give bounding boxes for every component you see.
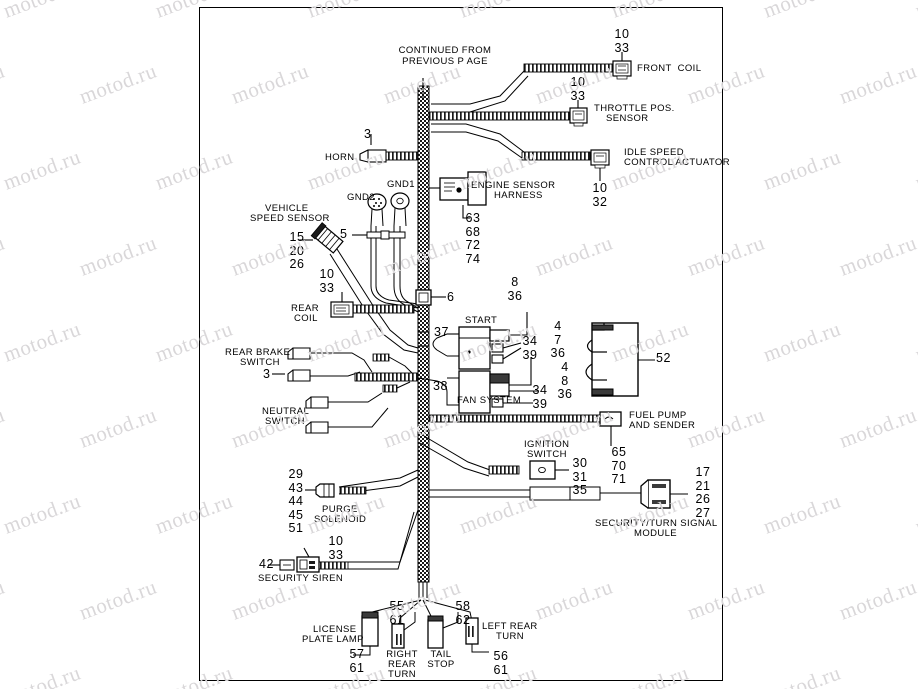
label-front-coil: FRONT COIL [637,63,702,74]
label-rear-coil-line2: COIL [294,313,318,324]
label-right-rear-line3: TURN [388,669,416,680]
label-fuel-pump-line2: AND SENDER [629,420,696,431]
label-idle-speed-line1: IDLE SPEED [624,147,684,158]
label-horn: HORN [325,152,355,163]
label-engine-harness-line2: HARNESS [494,190,543,201]
label-throttle-sensor-line1: THROTTLE POS. [594,103,675,114]
ground-terminals [352,192,419,313]
horn-branch [359,134,419,163]
ref-trunk-connector: 6 [447,290,455,304]
main-harness-trunk [417,85,430,583]
label-start-relay: START [465,315,498,326]
label-license-line2: PLATE LAMP [302,634,364,645]
label-vss-line2: SPEED SENSOR [250,213,330,224]
vehicle-speed-sensor [299,222,419,354]
label-vss-line1: VEHICLE [265,203,309,214]
fuel-pump-branch [429,411,622,446]
label-tail-stop-line1: TAIL [430,649,452,660]
rear-brake-switch-branch [272,347,416,382]
security-siren-branch [268,509,419,573]
ignition-switch-branch [419,435,569,480]
label-neutral-line1: NEUTRAL [262,406,310,417]
rear-coil-branch [330,292,415,318]
label-rear-brake-line2: SWITCH [240,357,280,368]
label-rear-brake-line1: REAR BRAKE [225,347,291,358]
label-left-rear-line2: TURN [496,631,524,642]
purge-solenoid-branch [305,469,419,498]
label-purge-line1: PURGE [322,504,358,515]
ref-fan-left: 38 [433,379,448,393]
label-security-module-line2: MODULE [634,528,678,539]
security-turn-module-branch [429,479,688,509]
neutral-switch-branch [305,372,419,434]
label-ignition-line2: SWITCH [527,449,567,460]
label-engine-harness-line1: ENGINE SENSOR [471,180,556,191]
fan-system-relay [417,357,539,414]
label-purge-line2: SOLENOID [314,514,367,525]
label-fan-system: FAN SYSTEM [457,395,522,406]
label-throttle-sensor-line2: SENSOR [606,113,649,124]
label-rear-coil-line1: REAR [291,303,319,314]
label-neutral-line2: SWITCH [265,416,305,427]
label-security-module-line1: SECURITY/TURN SIGNAL [595,518,718,529]
ref-rear-brake: 3 [263,367,271,381]
diagram-border [199,7,723,681]
label-left-rear-line1: LEFT REAR [482,621,538,632]
continued-note-line1: CONTINUED FROM [398,45,492,56]
rear-lamp-fanout [353,582,489,656]
label-gnd2: GND2 [347,192,375,203]
label-ignition-line1: IGNITION [524,439,570,450]
ref-gnd2: 5 [340,227,348,241]
label-right-rear-line1: RIGHT [386,649,418,660]
start-relay [418,312,528,370]
throttle-sensor-branch [429,100,588,127]
label-fuel-pump-line1: FUEL PUMP [629,410,687,421]
ref-start-left: 37 [434,325,449,339]
engine-sensor-connector [429,171,487,219]
trunk-connector-6 [415,289,446,306]
label-gnd1: GND1 [387,179,415,190]
label-security-siren: SECURITY SIREN [258,573,344,584]
continued-note-line2: PREVIOUS P AGE [402,56,488,67]
ref-relay-bracket: 52 [656,351,671,365]
ref-horn: 3 [364,127,372,141]
label-license-line1: LICENSE [313,624,357,635]
label-idle-speed-line2: CONTROL ACTUATOR [624,157,730,168]
ref-security-siren: 42 [259,557,274,571]
idle-speed-branch [431,123,610,181]
relay-bracket-52 [585,322,655,397]
label-tail-stop-line2: STOP [427,659,455,670]
label-right-rear-line2: REAR [388,659,416,670]
